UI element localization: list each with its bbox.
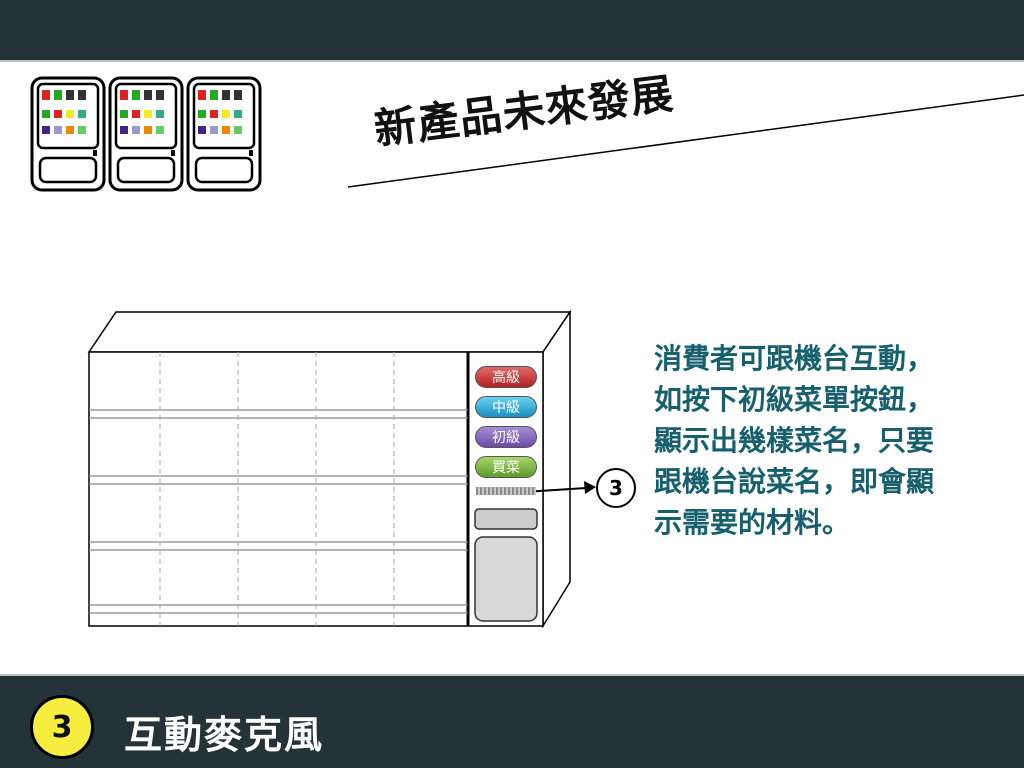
machine-illustration xyxy=(87,309,572,629)
description-line: 顯示出幾樣菜名，只要 xyxy=(654,424,935,457)
vending-machine-icon xyxy=(186,76,262,192)
menu-button-high[interactable]: 高級 xyxy=(475,366,537,388)
top-bar xyxy=(0,0,1024,60)
bottom-bar xyxy=(0,676,1024,768)
vending-machine-icon xyxy=(108,76,184,192)
description-line: 跟機台說菜名，即會顯 xyxy=(654,465,935,498)
title-underline xyxy=(347,94,1024,188)
description-line: 如按下初級菜單按鈕， xyxy=(654,383,935,416)
microphone-strip xyxy=(476,487,536,495)
menu-button-buy[interactable]: 買菜 xyxy=(475,456,537,478)
footer-title: 互動麥克風 xyxy=(124,713,325,757)
description-line: 消費者可跟機台互動， xyxy=(654,342,935,375)
menu-button-mid[interactable]: 中級 xyxy=(475,396,537,418)
section-number-badge: 3 xyxy=(30,695,94,759)
callout-number: 3 xyxy=(596,468,636,508)
description-line: 示需要的材料。 xyxy=(654,506,851,539)
vending-machine-icon xyxy=(30,76,106,192)
description-text: 消費者可跟機台互動， 如按下初級菜單按鈕， 顯示出幾樣菜名，只要 跟機台說菜名，… xyxy=(654,338,1004,543)
menu-button-low[interactable]: 初級 xyxy=(475,426,537,448)
